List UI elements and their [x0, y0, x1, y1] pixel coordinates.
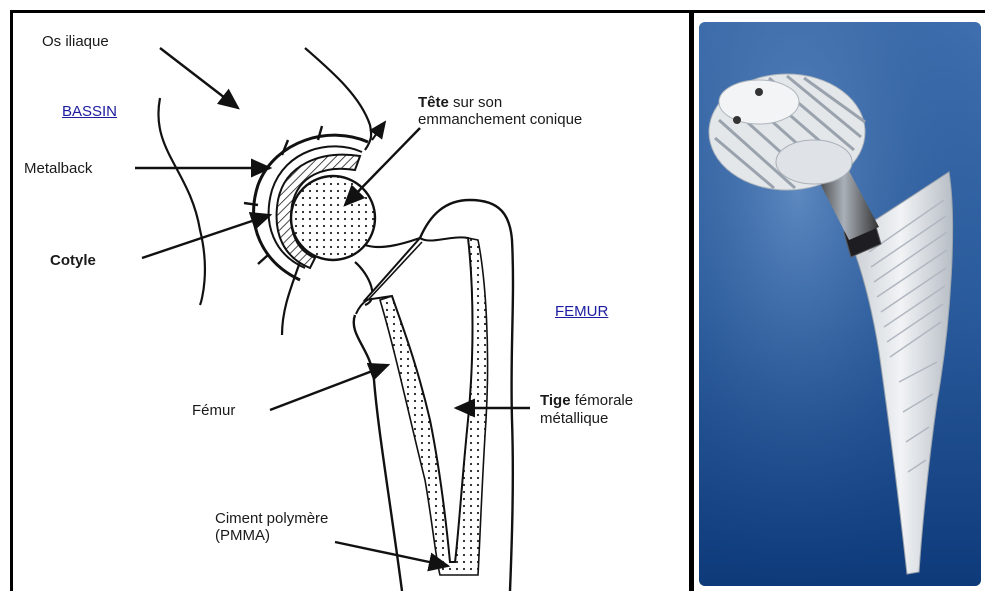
label-ciment-line2: (PMMA): [215, 527, 270, 544]
photo-frame-top: [694, 10, 985, 13]
hip-prosthesis-diagram: [0, 0, 690, 591]
label-femur-region: FEMUR: [555, 303, 608, 320]
label-metalback: Metalback: [24, 160, 92, 177]
arrow-femur: [270, 365, 388, 410]
label-bassin: BASSIN: [62, 103, 117, 120]
pelvis-lower-outline: [282, 262, 300, 335]
label-tige-bold: Tige: [540, 392, 571, 409]
implant-photo-drawing: [699, 22, 981, 586]
label-tige-line2: métallique: [540, 410, 608, 427]
label-tige: Tige fémorale: [540, 392, 633, 409]
label-tete: Tête sur son: [418, 94, 502, 111]
arrow-cotyle: [142, 215, 270, 258]
arrow-metalback-2: [372, 122, 385, 140]
label-cotyle: Cotyle: [50, 252, 96, 269]
label-ciment-line1: Ciment polymère: [215, 510, 328, 527]
label-tete-line2: emmanchement conique: [418, 111, 582, 128]
implant-liner: [776, 140, 852, 184]
implant-photo: [699, 22, 981, 586]
arrow-ciment: [335, 542, 448, 566]
arrow-os-iliaque: [160, 48, 238, 108]
label-tige-rest: fémorale: [571, 392, 634, 409]
label-os-iliaque: Os iliaque: [42, 33, 109, 50]
label-tete-bold: Tête: [418, 94, 449, 111]
pelvis-outline: [158, 98, 205, 305]
label-femur: Fémur: [192, 402, 235, 419]
label-tete-rest: sur son: [449, 94, 502, 111]
